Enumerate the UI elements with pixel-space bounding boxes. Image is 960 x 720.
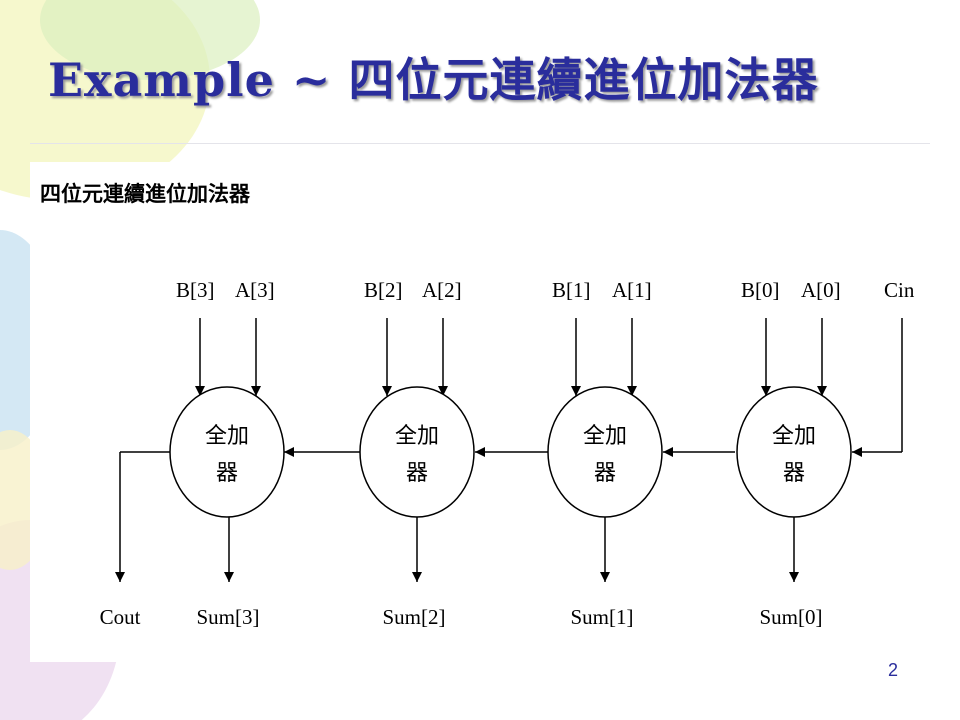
input-b1-label: B[1] <box>552 278 591 302</box>
input-b2-label: B[2] <box>364 278 403 302</box>
sum3-label: Sum[3] <box>197 605 260 629</box>
adder-3-circle <box>169 386 285 518</box>
adder-0-circle <box>736 386 852 518</box>
sum1-label: Sum[1] <box>571 605 634 629</box>
sum2-label: Sum[2] <box>383 605 446 629</box>
input-a2-label: A[2] <box>422 278 462 302</box>
carry-in-label: Cin <box>884 278 915 302</box>
adder-3-label-top: 全加 <box>205 424 249 449</box>
adder-1-label-bottom: 器 <box>594 461 616 486</box>
diagram-caption: 四位元連續進位加法器 <box>40 182 250 206</box>
adder-3-label-bottom: 器 <box>216 461 238 486</box>
carry-out-label: Cout <box>100 605 141 629</box>
deco-blob-green <box>40 0 260 80</box>
adder-2-label-top: 全加 <box>395 424 439 449</box>
input-b3-label: B[3] <box>176 278 215 302</box>
full-adder-2: B[2] A[2] 全加 器 Sum[2] <box>359 278 475 629</box>
adder-1-circle <box>547 386 663 518</box>
adder-1-label-top: 全加 <box>583 424 627 449</box>
sum0-label: Sum[0] <box>760 605 823 629</box>
input-a0-label: A[0] <box>801 278 841 302</box>
adder-0-label-top: 全加 <box>772 424 816 449</box>
title-divider <box>30 143 930 144</box>
full-adder-3: B[3] A[3] 全加 器 Sum[3] <box>169 278 285 629</box>
slide-title: Example ~ 四位元連續進位加法器 <box>48 53 819 107</box>
page-number: 2 <box>888 660 899 680</box>
adder-2-label-bottom: 器 <box>406 461 428 486</box>
adder-2-circle <box>359 386 475 518</box>
input-a3-label: A[3] <box>235 278 275 302</box>
input-a1-label: A[1] <box>612 278 652 302</box>
full-adder-1: B[1] A[1] 全加 器 Sum[1] <box>547 278 663 629</box>
full-adder-0: B[0] A[0] 全加 器 Sum[0] <box>736 278 852 629</box>
adder-0-label-bottom: 器 <box>783 461 805 486</box>
input-b0-label: B[0] <box>741 278 780 302</box>
